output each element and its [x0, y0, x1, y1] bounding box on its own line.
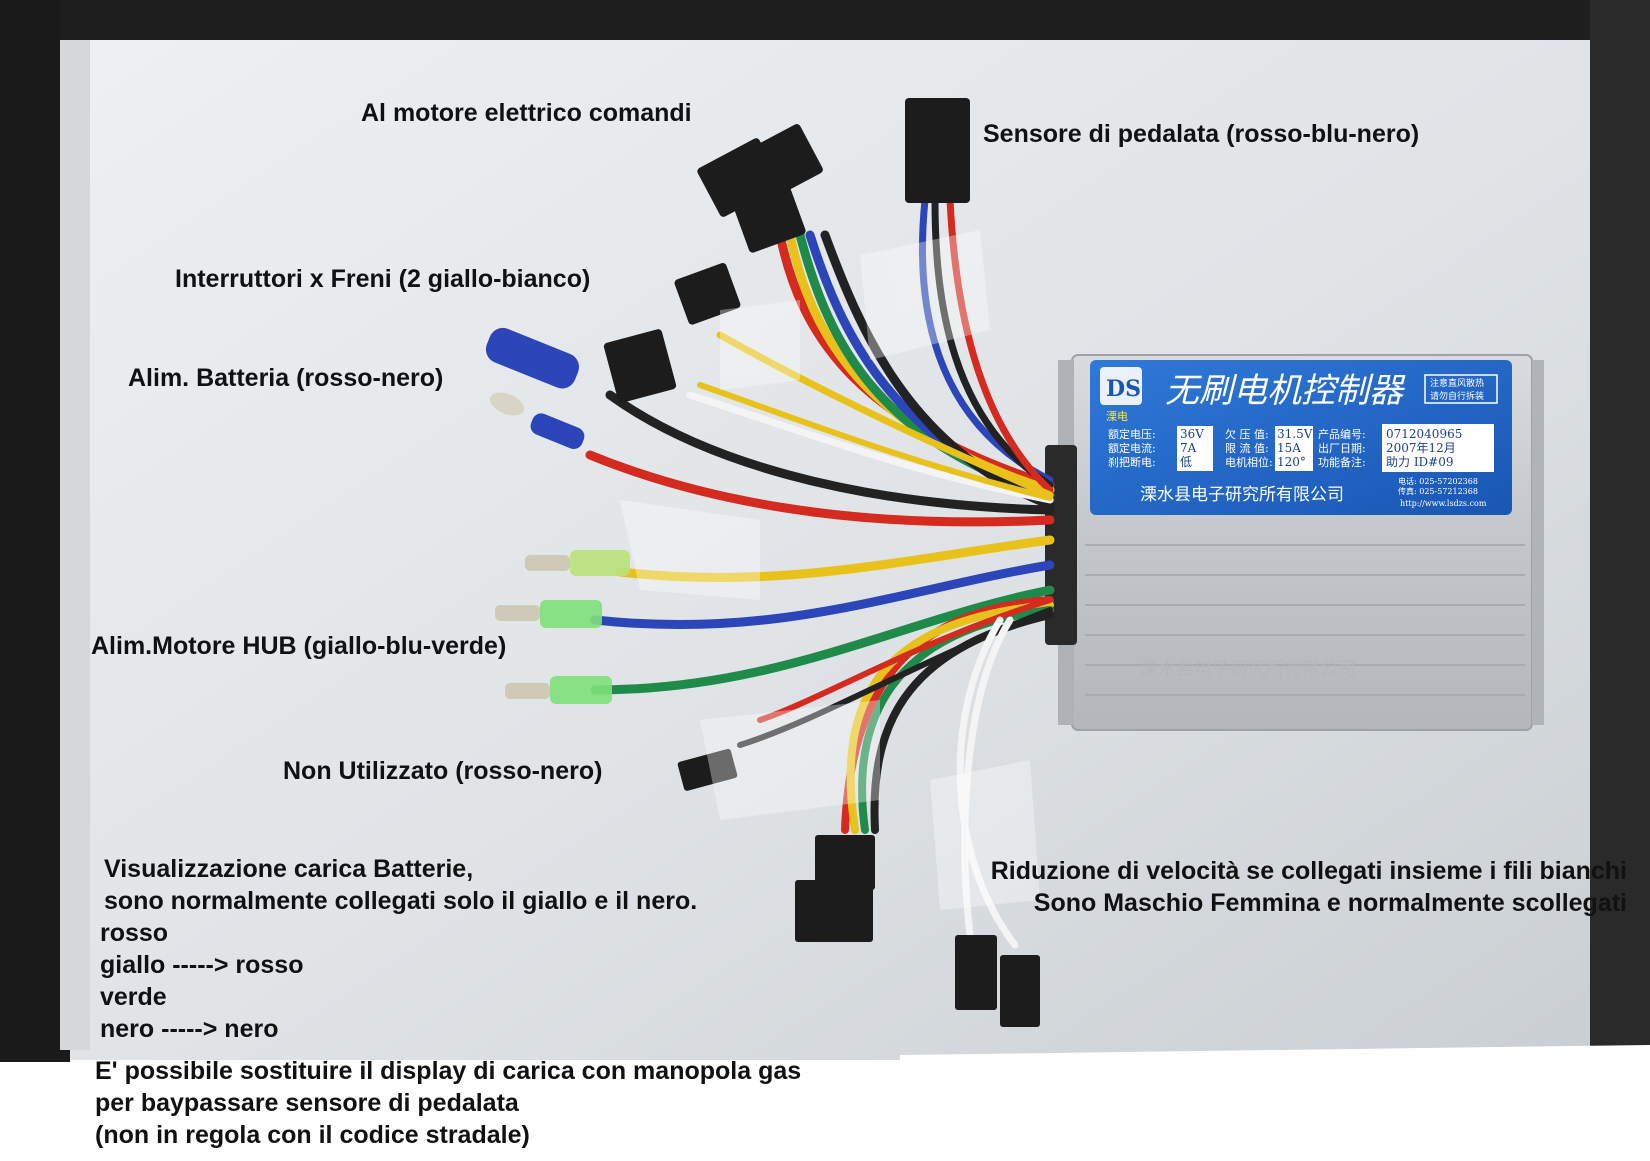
battery-terminals [485, 327, 585, 449]
spec-7-val: 0712040965 [1386, 427, 1462, 441]
speed-reduction-line-1: Riduzione di velocità se collegati insie… [990, 857, 1627, 885]
throttle-note-line-1: E' possibile sostituire il display di ca… [95, 1057, 802, 1085]
bottom-white-band [0, 1062, 1650, 1161]
wire-speed-white-2 [956, 616, 1019, 949]
controller-title: 无刷电机控制器 [1165, 371, 1406, 411]
spec-9-key: 功能备注: [1318, 455, 1366, 469]
wire-brake-yellow [716, 331, 1054, 499]
spec-6-key: 电机相位: [1225, 455, 1273, 469]
motor-connector [697, 124, 823, 253]
spec-7-key: 产品编号: [1318, 427, 1366, 441]
spec-1-key: 额定电压: [1108, 427, 1156, 441]
unused-connector [677, 748, 738, 791]
spec-5-val: 15A [1277, 441, 1301, 455]
controller-label-plate: DS 溧电 无刷电机控制器 注意直风散热 请勿自行拆装 额定电压: 额定电流: … [1090, 360, 1512, 515]
warning-line-1: 注意直风散热 [1430, 377, 1484, 389]
spec-5-key: 限 流 值: [1225, 441, 1269, 455]
label-battery-display: Visualizzazione carica Batterie, sono no… [104, 853, 697, 917]
connectors [485, 98, 1040, 1027]
label-throttle-note: E' possibile sostituire il display di ca… [95, 1055, 801, 1151]
throttle-note-line-2: per baypassare sensore di pedalata [95, 1089, 519, 1117]
battery-display-line-2: sono normalmente collegati solo il giall… [104, 887, 698, 915]
maker-fax: 传真: 025-57212368 [1398, 486, 1478, 496]
spec-3-key: 刹把断电: [1108, 455, 1156, 469]
label-speed-reduction: Riduzione di velocità se collegati insie… [991, 855, 1627, 919]
label-motor-commands: Al motore elettrico comandi [361, 99, 692, 127]
wire-battery-black [605, 390, 1055, 515]
spec-2-val: 7A [1180, 441, 1197, 455]
wire-display-yellow [846, 601, 1054, 834]
wire-speed-white-1 [961, 616, 1014, 939]
maker-name: 溧水县电子研究所有限公司 [1140, 485, 1344, 505]
wire-hub-blue [590, 560, 1055, 630]
wire-motor-black [820, 230, 1055, 510]
label-brake-switches: Interruttori x Freni (2 giallo-bianco) [175, 265, 591, 293]
spec-6-val: 120° [1277, 455, 1306, 469]
label-pedal-sensor: Sensore di pedalata (rosso-blu-nero) [983, 120, 1420, 148]
wire-color-3: verde [100, 983, 167, 1011]
wire-brake-white [686, 391, 1054, 504]
spec-4-key: 欠 压 值: [1225, 427, 1269, 441]
tape-patches [620, 230, 1040, 910]
wire-color-4: nero -----> nero [100, 1015, 279, 1043]
spec-8-key: 出厂日期: [1318, 441, 1366, 455]
wire-color-2: giallo -----> rosso [100, 951, 304, 979]
label-battery-power: Alim. Batteria (rosso-nero) [128, 364, 444, 392]
wire-bundle [585, 196, 1055, 949]
spec-4-val: 31.5V [1277, 427, 1313, 441]
spec-9-val: 助力 ID#09 [1386, 455, 1454, 469]
spec-2-key: 额定电流: [1108, 441, 1156, 455]
speed-reduction-line-2: Sono Maschio Femmina e normalmente scoll… [1033, 889, 1627, 917]
brake-connectors [603, 262, 741, 403]
spec-1-val: 36V [1180, 427, 1204, 441]
battery-display-line-1: Visualizzazione carica Batterie, [104, 855, 474, 883]
label-unused: Non Utilizzato (rosso-nero) [283, 757, 603, 785]
wire-hub-yellow [615, 535, 1055, 582]
spec-8-val: 2007年12月 [1386, 441, 1456, 455]
display-connector [795, 835, 875, 942]
pedal-connector [905, 98, 970, 203]
wire-color-list: rosso giallo -----> rosso verde nero ---… [100, 917, 303, 1045]
wire-brake-yellow2 [697, 382, 1053, 501]
warning-line-2: 请勿自行拆装 [1430, 390, 1484, 402]
wire-battery-red [585, 450, 1055, 527]
controller-box: DS 溧电 无刷电机控制器 注意直风散热 请勿自行拆装 额定电压: 额定电流: … [1045, 354, 1544, 731]
maker-phone: 电话: 025-57202368 [1398, 476, 1478, 486]
maker-web: http://www.lsdzs.com [1400, 499, 1487, 508]
throttle-note-line-3: (non in regola con il codice stradale) [95, 1121, 530, 1149]
embossed-maker: 溧水县电子研究所有限公司 [1140, 659, 1356, 680]
spec-3-val: 低 [1180, 455, 1192, 469]
wire-color-1: rosso [100, 919, 169, 947]
wire-pedal-black [931, 196, 1054, 489]
speed-connectors [955, 935, 1040, 1027]
label-hub-motor-power: Alim.Motore HUB (giallo-blu-verde) [91, 632, 507, 660]
wire-hub-green [590, 585, 1055, 695]
hub-terminals [495, 550, 630, 704]
brand-sub: 溧电 [1106, 409, 1128, 423]
brand-logo: DS [1106, 376, 1141, 402]
wire-pedal-red [946, 196, 1054, 494]
wire-unused-red [757, 597, 1053, 723]
